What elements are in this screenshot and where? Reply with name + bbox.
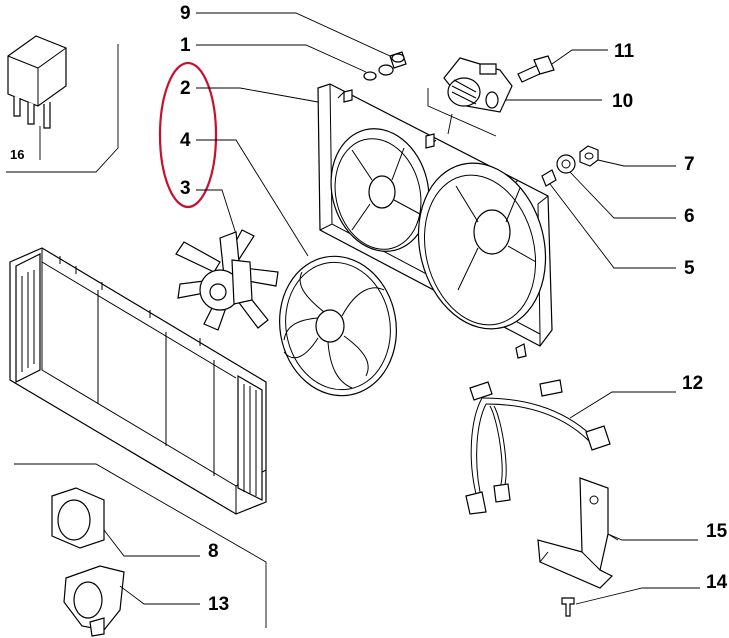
leader-4 — [196, 139, 309, 257]
label-3: 3 — [180, 178, 191, 199]
label-11: 11 — [614, 41, 635, 62]
nut-7-part — [579, 145, 599, 167]
leader-11 — [551, 49, 608, 65]
leader-13 — [119, 585, 200, 605]
clip-13-part — [63, 565, 125, 637]
resistor-10-part — [443, 57, 513, 113]
leader-3 — [196, 189, 237, 235]
label-2: 2 — [180, 78, 191, 99]
label-5: 5 — [684, 258, 695, 279]
harness-12-part — [465, 379, 611, 515]
bushing-6-part — [556, 154, 576, 174]
big-fan-part — [279, 255, 397, 397]
label-15: 15 — [706, 521, 728, 542]
label-1: 1 — [180, 35, 191, 56]
clip-8-part — [51, 487, 105, 549]
leader-5 — [549, 183, 676, 269]
label-12: 12 — [682, 373, 703, 394]
relay-part — [6, 35, 119, 173]
label-7: 7 — [684, 154, 695, 175]
screw-14-part — [561, 597, 575, 617]
leader-9 — [196, 12, 391, 57]
bolt-9-part — [363, 51, 407, 81]
resistor-bracket-lines — [427, 88, 497, 137]
highlight-ellipse — [158, 61, 218, 209]
leader-1 — [196, 44, 367, 73]
label-13: 13 — [208, 594, 229, 615]
label-10: 10 — [612, 91, 633, 112]
fan-shroud-part — [317, 83, 553, 359]
bolt-11-part — [517, 55, 555, 83]
label-6: 6 — [684, 206, 695, 227]
leader-12 — [569, 391, 676, 419]
radiator-leader — [14, 463, 267, 628]
small-fan-motor-part — [175, 229, 279, 331]
leader-15 — [607, 533, 698, 541]
spacer-5-part — [541, 169, 557, 187]
label-8: 8 — [208, 541, 219, 562]
label-4: 4 — [180, 130, 191, 151]
radiator-part — [9, 247, 267, 515]
label-9: 9 — [180, 3, 191, 24]
label-14: 14 — [706, 572, 728, 593]
bracket-15-part — [537, 477, 619, 589]
leader-2 — [196, 87, 319, 103]
leader-6 — [569, 171, 676, 219]
label-16: 16 — [10, 147, 24, 162]
leader-8 — [103, 529, 200, 557]
leader-14 — [575, 587, 700, 605]
leader-7 — [597, 159, 676, 167]
